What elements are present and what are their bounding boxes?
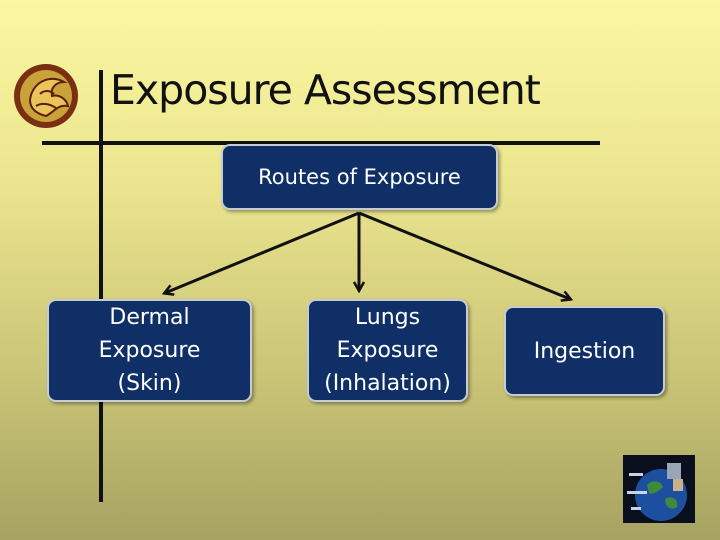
node-dermal-exposure: Dermal Exposure (Skin): [47, 299, 252, 402]
horizontal-rule: [42, 141, 600, 145]
node-label: Ingestion: [533, 338, 636, 364]
node-label: Routes of Exposure: [258, 164, 461, 189]
arrow-to-ingestion: [358, 211, 570, 299]
node-label: Dermal Exposure (Skin): [98, 305, 201, 396]
vertical-rule: [99, 70, 103, 502]
pegasus-logo-icon: [14, 64, 78, 128]
node-lungs-exposure: Lungs Exposure (Inhalation): [307, 299, 468, 402]
arrow-to-dermal: [165, 211, 360, 293]
globe-icon: [623, 455, 695, 523]
node-routes-of-exposure: Routes of Exposure: [221, 144, 498, 210]
node-label: Lungs Exposure (Inhalation): [324, 305, 451, 396]
node-ingestion: Ingestion: [504, 306, 665, 396]
slide-title: Exposure Assessment: [110, 66, 541, 114]
